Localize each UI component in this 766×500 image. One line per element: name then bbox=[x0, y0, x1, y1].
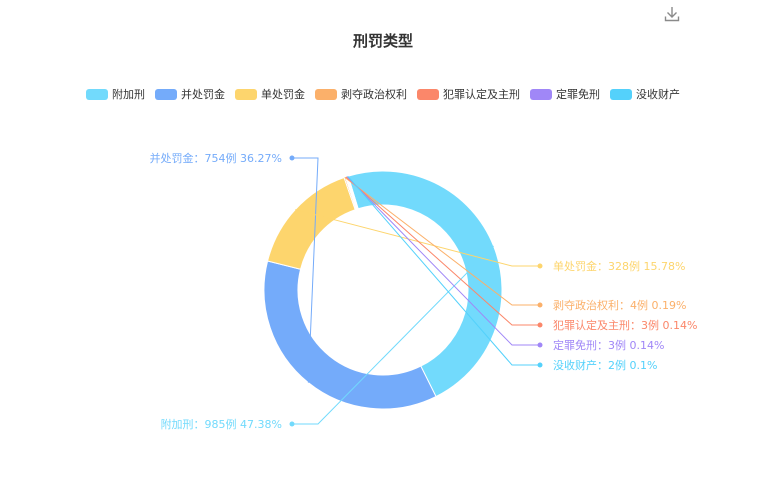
slice-label: 犯罪认定及主刑：3例 0.14% bbox=[553, 318, 697, 332]
legend-item[interactable]: 并处罚金 bbox=[155, 86, 225, 102]
leader-dot bbox=[537, 263, 543, 269]
chart-legend: 附加刑 并处罚金 单处罚金 剥夺政治权利 犯罪认定及主刑 定罪免刑 没收财产 bbox=[0, 86, 766, 102]
leader-line bbox=[347, 175, 540, 366]
donut-slice[interactable] bbox=[263, 260, 437, 410]
donut-slice[interactable] bbox=[347, 170, 503, 398]
slice-label: 单处罚金：328例 15.78% bbox=[553, 259, 685, 273]
leader-dot bbox=[537, 302, 543, 308]
legend-label: 犯罪认定及主刑 bbox=[443, 88, 520, 101]
legend-label: 剥夺政治权利 bbox=[341, 88, 407, 101]
leader-dot bbox=[537, 322, 543, 328]
leader-line bbox=[292, 245, 494, 425]
legend-label: 没收财产 bbox=[636, 88, 680, 101]
leader-dot bbox=[289, 155, 295, 161]
leader-dot bbox=[537, 342, 543, 348]
donut-slice[interactable] bbox=[346, 175, 359, 210]
leader-line bbox=[345, 176, 540, 326]
leader-line bbox=[295, 209, 540, 267]
legend-item[interactable]: 没收财产 bbox=[610, 86, 680, 102]
slice-label: 没收财产：2例 0.1% bbox=[553, 358, 657, 372]
legend-swatch bbox=[155, 88, 177, 100]
slice-label: 附加刑：985例 47.38% bbox=[161, 417, 282, 431]
chart-title: 刑罚类型 bbox=[352, 32, 413, 50]
leader-dot bbox=[289, 421, 295, 427]
download-icon bbox=[664, 7, 680, 22]
legend-item[interactable]: 定罪免刑 bbox=[530, 86, 600, 102]
legend-item[interactable]: 附加刑 bbox=[86, 86, 145, 102]
slice-label: 定罪免刑：3例 0.14% bbox=[553, 338, 664, 352]
legend-label: 并处罚金 bbox=[181, 88, 225, 101]
slice-label: 剥夺政治权利：4例 0.19% bbox=[553, 298, 686, 312]
legend-item[interactable]: 剥夺政治权利 bbox=[315, 86, 407, 102]
leader-line bbox=[344, 176, 540, 306]
leader-dot bbox=[537, 362, 543, 368]
donut-slice[interactable] bbox=[266, 176, 356, 270]
leader-line bbox=[346, 176, 540, 346]
legend-swatch bbox=[86, 88, 108, 100]
download-button[interactable] bbox=[662, 4, 682, 24]
legend-label: 定罪免刑 bbox=[556, 88, 600, 101]
slice-label: 并处罚金：754例 36.27% bbox=[150, 151, 282, 165]
legend-item[interactable]: 犯罪认定及主刑 bbox=[417, 86, 520, 102]
legend-label: 附加刑 bbox=[112, 88, 145, 101]
legend-swatch bbox=[610, 88, 632, 100]
legend-item[interactable]: 单处罚金 bbox=[235, 86, 305, 102]
legend-swatch bbox=[530, 88, 552, 100]
leader-line bbox=[292, 157, 319, 383]
legend-swatch bbox=[235, 88, 257, 100]
legend-label: 单处罚金 bbox=[261, 88, 305, 101]
legend-swatch bbox=[417, 88, 439, 100]
legend-swatch bbox=[315, 88, 337, 100]
